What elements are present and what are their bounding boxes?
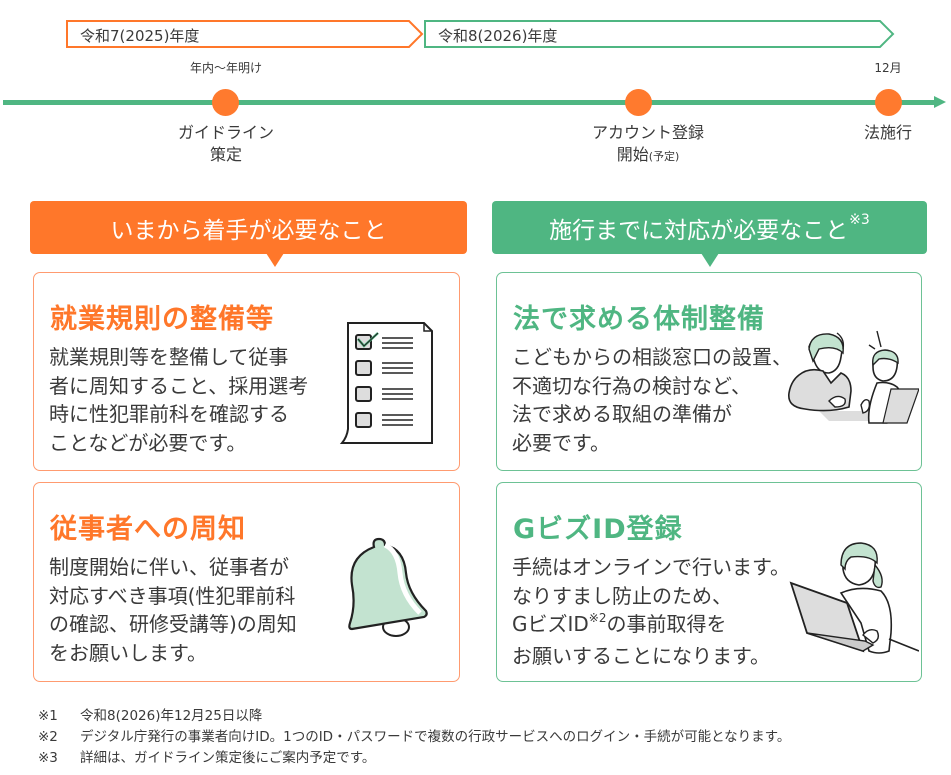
pointer-down-icon xyxy=(701,253,719,267)
bell-icon xyxy=(342,535,434,649)
milestone-dot xyxy=(212,89,239,116)
footnotes: ※1 令和8(2026)年12月25日以降 ※2 デジタル庁発行の事業者向けID… xyxy=(38,706,790,769)
milestone-guideline-timing: 年内～年明け xyxy=(189,61,263,75)
consultation-illustration xyxy=(779,327,920,431)
chevron-arrow-icon xyxy=(66,20,424,48)
milestone-dot xyxy=(875,89,902,116)
laptop-user-illustration xyxy=(789,533,920,672)
milestone-account-registration-label: アカウント登録 開始(予定) xyxy=(591,123,705,164)
card-work-rules: 就業規則の整備等 就業規則等を整備して従事 者に周知すること、採用選考 時に性犯… xyxy=(33,272,460,471)
card-system-setup: 法で求める体制整備 こどもからの相談窓口の設置、 不適切な行為の検討など、 法で… xyxy=(496,272,922,471)
arrow-right-icon xyxy=(934,96,946,108)
card-staff-notification: 従事者への周知 制度開始に伴い、従事者が 対応すべき事項(性犯罪前科 の確認、研… xyxy=(33,482,460,682)
fiscal-year-2025-arrow: 令和7(2025)年度 xyxy=(66,20,424,48)
timeline-line xyxy=(3,100,939,105)
footnote-ref: ※3 xyxy=(849,211,870,228)
section-header-before-enforcement: 施行までに対応が必要なこと※3 xyxy=(492,201,927,267)
checklist-icon xyxy=(338,319,438,453)
fiscal-year-2026-arrow: 令和8(2026)年度 xyxy=(424,20,896,48)
card-title: 法で求める体制整備 xyxy=(513,304,765,335)
milestone-enforcement-label: 法施行 xyxy=(863,123,913,142)
fiscal-year-2026-label: 令和8(2026)年度 xyxy=(438,27,558,45)
section-header-start-now: いまから着手が必要なこと xyxy=(30,201,467,267)
card-body: 就業規則等を整備して従事 者に周知すること、採用選考 時に性犯罪前科を確認する … xyxy=(49,345,309,455)
card-body: こどもからの相談窓口の設置、 不適切な行為の検討など、 法で求める取組の準備が … xyxy=(512,345,792,455)
footnote-2: ※2 デジタル庁発行の事業者向けID。1つのID・パスワードで複数の行政サービス… xyxy=(38,729,791,745)
card-title: GビズID登録 xyxy=(513,514,683,545)
card-body: 手続はオンラインで行います。 なりすまし防止のため、 GビズID※2の事前取得を… xyxy=(512,555,790,668)
milestone-dot xyxy=(625,89,652,116)
card-gbizid-registration: GビズID登録 手続はオンラインで行います。 なりすまし防止のため、 GビズID… xyxy=(496,482,922,682)
footnote-3: ※3 詳細は、ガイドライン策定後にご案内予定です。 xyxy=(38,750,376,766)
card-body: 制度開始に伴い、従事者が 対応すべき事項(性犯罪前科 の確認、研修受講等)の周知… xyxy=(49,555,297,665)
footnote-1: ※1 令和8(2026)年12月25日以降 xyxy=(38,708,263,724)
footnote-ref: ※2 xyxy=(588,611,607,625)
card-title: 従事者への周知 xyxy=(50,514,246,545)
milestone-enforcement-timing: 12月 xyxy=(874,61,902,75)
card-title: 就業規則の整備等 xyxy=(50,304,274,335)
pointer-down-icon xyxy=(266,253,284,267)
milestone-guideline-label: ガイドライン 策定 xyxy=(177,123,275,164)
fiscal-year-2025-label: 令和7(2025)年度 xyxy=(80,27,200,45)
chevron-arrow-icon xyxy=(424,20,895,48)
